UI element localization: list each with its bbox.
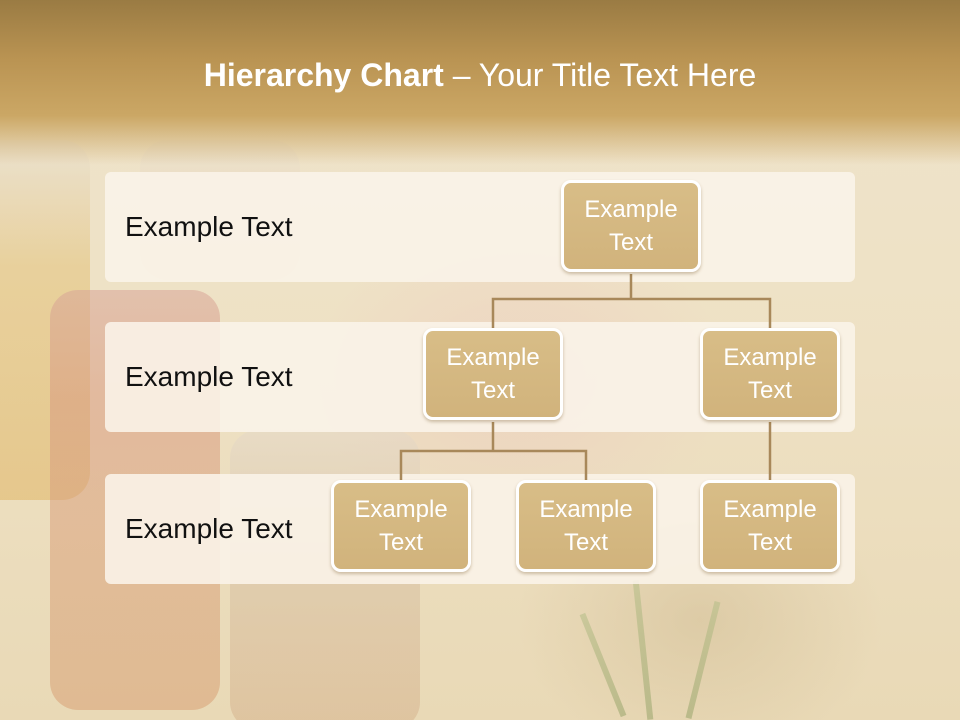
connector-left-to-level3: [399, 422, 588, 482]
level-label-2: Example Text: [125, 361, 293, 392]
node-level2-right[interactable]: Example Text: [700, 328, 840, 420]
title-bold: Hierarchy Chart: [203, 57, 444, 93]
connector-root-to-level2: [491, 274, 772, 330]
node-level3-c-label: Example Text: [723, 496, 817, 556]
node-root-label: Example Text: [584, 196, 678, 256]
level-band-1: Example Text: [105, 172, 855, 282]
title-rest: Your Title Text Here: [478, 57, 757, 93]
node-level3-b-label: Example Text: [539, 496, 633, 556]
node-level3-a[interactable]: Example Text: [331, 480, 471, 572]
node-level3-c[interactable]: Example Text: [700, 480, 840, 572]
node-level3-b[interactable]: Example Text: [516, 480, 656, 572]
level-label-3: Example Text: [125, 513, 293, 544]
node-root[interactable]: Example Text: [561, 180, 701, 272]
level-label-1: Example Text: [125, 211, 293, 242]
header-band: [0, 0, 960, 165]
node-level2-right-label: Example Text: [723, 344, 817, 404]
node-level2-left[interactable]: Example Text: [423, 328, 563, 420]
node-level3-a-label: Example Text: [354, 496, 448, 556]
title-dash: –: [443, 57, 479, 93]
node-level2-left-label: Example Text: [446, 344, 540, 404]
slide-title: Hierarchy Chart – Your Title Text Here: [0, 55, 960, 95]
